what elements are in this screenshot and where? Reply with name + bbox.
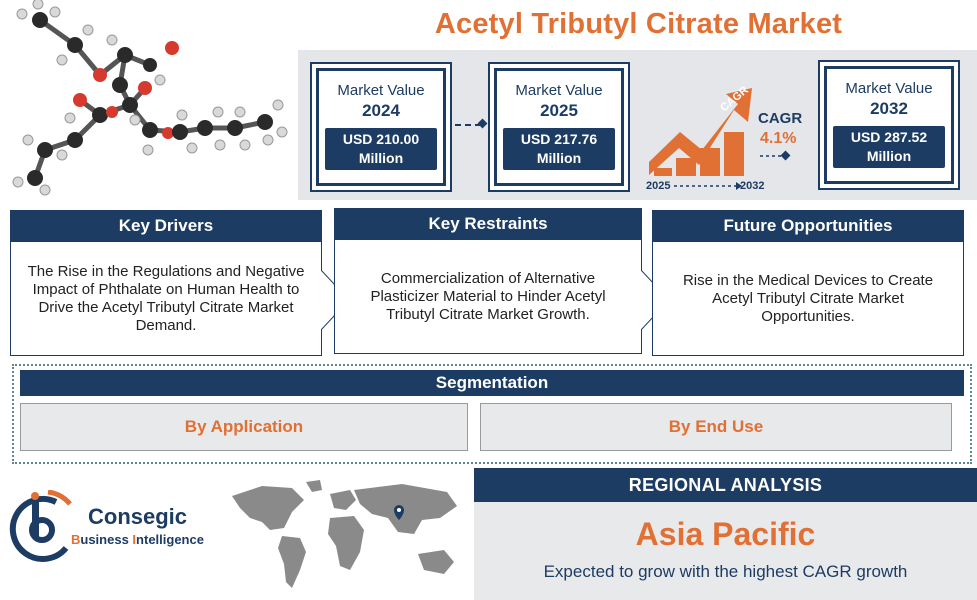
market-value-year: 2024 <box>362 101 400 120</box>
cagr-value: 4.1% <box>760 130 797 147</box>
tagline-initial-b: B <box>71 532 81 547</box>
dashed-arrow <box>455 124 481 126</box>
tagline-word-intelligence: ntelligence <box>136 532 204 547</box>
cagr-end-year: 2032 <box>740 180 765 192</box>
key-drivers-text: The Rise in the Regulations and Negative… <box>10 242 322 356</box>
regional-note: Expected to grow with the highest CAGR g… <box>543 562 908 581</box>
market-value-amount: USD 210.00 Million <box>325 128 437 170</box>
molecule-illustration <box>12 0 288 196</box>
company-tagline: Business Intelligence <box>71 532 204 547</box>
market-value-label: Market Value <box>337 82 425 99</box>
segment-by-end-use[interactable]: By End Use <box>480 403 952 451</box>
key-restraints-heading: Key Restraints <box>334 208 642 240</box>
key-drivers-heading: Key Drivers <box>10 210 322 242</box>
cagr-label: CAGR <box>758 110 803 127</box>
page-title: Acetyl Tributyl Citrate Market <box>434 8 843 40</box>
regional-analysis-heading: REGIONAL ANALYSIS <box>474 468 977 502</box>
tagline-initial-i: I <box>132 532 137 547</box>
segmentation-frame <box>12 364 972 464</box>
market-value-2025-card: Market Value 2025 USD 217.76 Million <box>488 62 630 192</box>
market-value-year: 2025 <box>540 101 578 120</box>
market-value-year: 2032 <box>870 99 908 118</box>
market-value-2024-card: Market Value 2024 USD 210.00 Million <box>310 62 452 192</box>
key-restraints-text: Commercialization of Alternative Plastic… <box>334 240 642 354</box>
segment-by-application[interactable]: By Application <box>20 403 468 451</box>
market-value-label: Market Value <box>515 82 603 99</box>
world-map-icon <box>232 480 457 588</box>
future-opportunities-text: Rise in the Medical Devices to Create Ac… <box>652 242 964 356</box>
consegic-logo-icon <box>9 490 72 562</box>
market-value-2032-card: Market Value 2032 USD 287.52 Million <box>818 60 960 190</box>
market-value-amount: USD 287.52 Million <box>833 126 945 168</box>
company-name: Consegic <box>88 504 188 529</box>
regional-analysis-panel <box>474 502 977 600</box>
segmentation-heading: Segmentation <box>20 370 964 396</box>
future-opportunities-heading: Future Opportunities <box>652 210 964 242</box>
growth-chart-icon: CAGR <box>649 84 791 190</box>
cagr-start-year: 2025 <box>646 180 671 192</box>
market-value-label: Market Value <box>845 80 933 97</box>
tagline-word-business: usiness <box>80 532 133 547</box>
market-value-amount: USD 217.76 Million <box>503 128 615 170</box>
regional-leader: Asia Pacific <box>635 516 816 552</box>
